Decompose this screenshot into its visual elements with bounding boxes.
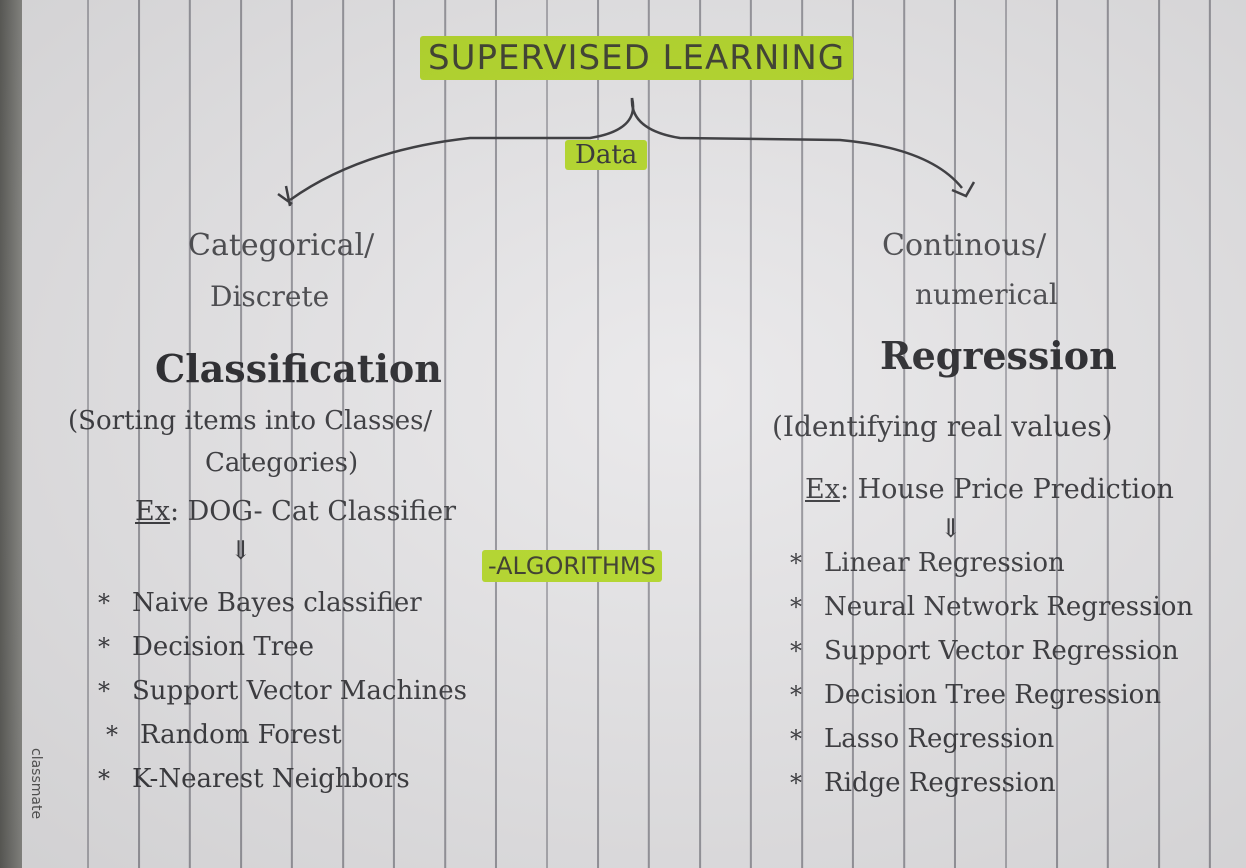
left-data-type-2: Discrete bbox=[210, 280, 330, 313]
classification-description-2: Categories) bbox=[205, 448, 359, 478]
asterisk-icon: * bbox=[790, 681, 802, 709]
list-item: *Decision Tree Regression bbox=[790, 680, 1162, 710]
regression-example: Ex: House Price Prediction bbox=[805, 474, 1174, 505]
example-prefix: Ex bbox=[805, 474, 840, 505]
classification-description: (Sorting items into Classes/ bbox=[68, 406, 433, 436]
regression-description: (Identifying real values) bbox=[772, 410, 1113, 443]
down-arrow-icon: ⇓ bbox=[940, 514, 962, 544]
brace-curve bbox=[289, 97, 635, 202]
page-title: SUPERVISED LEARNING bbox=[420, 36, 854, 80]
list-item: *Lasso Regression bbox=[790, 724, 1055, 754]
list-item: *Linear Regression bbox=[790, 548, 1065, 578]
asterisk-icon: * bbox=[98, 589, 110, 617]
asterisk-icon: * bbox=[790, 769, 802, 797]
asterisk-icon: * bbox=[790, 549, 802, 577]
list-item: *Ridge Regression bbox=[790, 768, 1056, 798]
list-item: *Neural Network Regression bbox=[790, 592, 1194, 622]
page-edge bbox=[0, 0, 22, 868]
list-item: *K-Nearest Neighbors bbox=[98, 764, 410, 794]
brace-curve-right bbox=[630, 97, 963, 189]
data-label: Data bbox=[565, 140, 648, 170]
left-data-type: Categorical/ bbox=[188, 228, 375, 263]
list-item: *Support Vector Regression bbox=[790, 636, 1179, 666]
example-text: : House Price Prediction bbox=[839, 474, 1174, 505]
asterisk-icon: * bbox=[98, 633, 110, 661]
right-data-type: Continous/ bbox=[882, 228, 1047, 263]
asterisk-icon: * bbox=[98, 677, 110, 705]
asterisk-icon: * bbox=[790, 593, 802, 621]
classification-algorithms: *Naive Bayes classifier *Decision Tree *… bbox=[98, 588, 467, 808]
right-arrowhead bbox=[951, 181, 976, 198]
asterisk-icon: * bbox=[790, 725, 802, 753]
regression-algorithms: *Linear Regression *Neural Network Regre… bbox=[790, 548, 1193, 812]
asterisk-icon: * bbox=[790, 637, 802, 665]
example-prefix: Ex bbox=[135, 496, 170, 527]
regression-heading: Regression bbox=[880, 333, 1117, 378]
algorithms-label: -ALGORITHMS bbox=[482, 550, 662, 582]
example-text: : DOG- Cat Classifier bbox=[169, 496, 456, 527]
down-arrow-icon: ⇓ bbox=[230, 536, 252, 566]
left-arrowhead bbox=[277, 185, 293, 207]
right-data-type-2: numerical bbox=[915, 278, 1058, 311]
list-item: *Support Vector Machines bbox=[98, 676, 467, 706]
classification-example: Ex: DOG- Cat Classifier bbox=[135, 496, 456, 527]
brand-watermark: classmate bbox=[28, 748, 44, 820]
asterisk-icon: * bbox=[98, 765, 110, 793]
list-item: *Random Forest bbox=[106, 720, 342, 750]
list-item: *Naive Bayes classifier bbox=[98, 588, 422, 618]
classification-heading: Classification bbox=[155, 346, 442, 391]
asterisk-icon: * bbox=[106, 721, 118, 749]
list-item: *Decision Tree bbox=[98, 632, 314, 662]
